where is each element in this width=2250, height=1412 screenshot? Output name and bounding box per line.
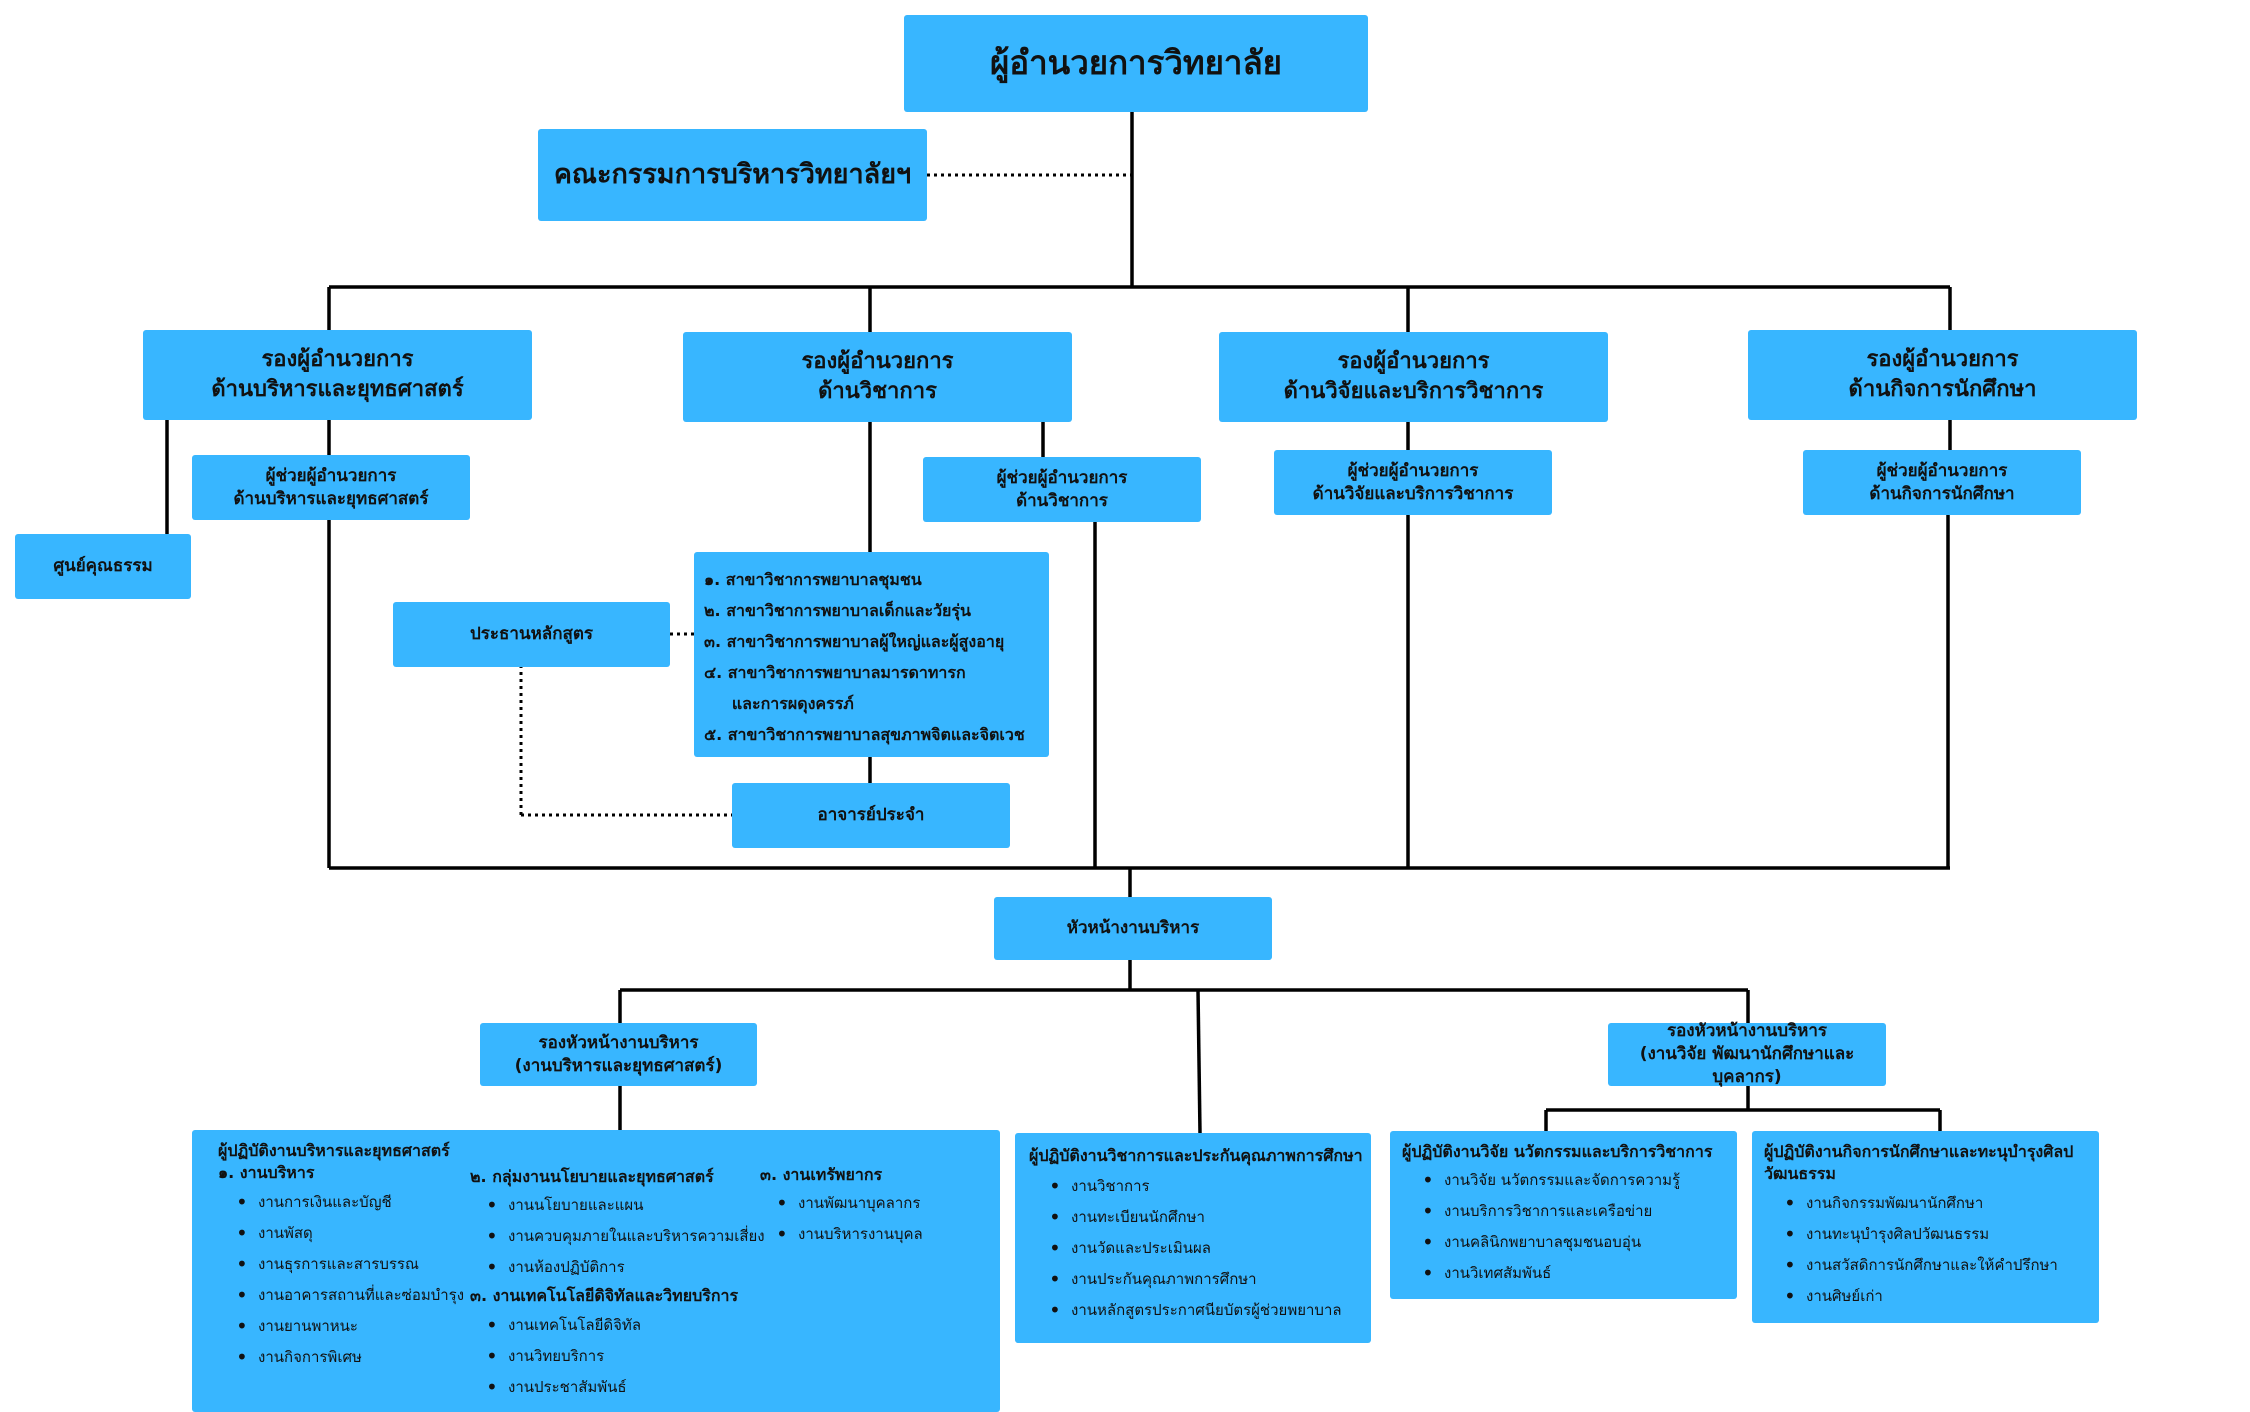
program-chair-label: ประธานหลักสูตร [469,624,594,645]
deputy-student-line1: รองผู้อำนวยการ [1866,347,2019,373]
assistant-academic-box: ผู้ช่วยผู้อำนวยการ ด้านวิชาการ [923,457,1201,522]
admin-deputy-research-line2: (งานวิจัย พัฒนานักศึกษาและบุคลากร) [1639,1044,1855,1087]
list-item: งานวิชาการ [1045,1171,1363,1202]
list-item: งานประกันคุณภาพการศึกษา [1045,1264,1363,1295]
list-item: งานธุรการและสารบรรณ [232,1249,464,1280]
program-chair-box: ประธานหลักสูตร [393,602,670,667]
list-item: งานยานพาหนะ [232,1311,464,1342]
list-item: งานทะเบียนนักศึกษา [1045,1202,1363,1233]
department-item: ๒. สาขาวิชาการพยาบาลเด็กและวัยรุ่น [704,601,971,620]
ethics-center-label: ศูนย์คุณธรรม [53,556,153,577]
department-item: ๓. สาขาวิชาการพยาบาลผู้ใหญ่และผู้สูงอายุ [704,632,1005,651]
list-item: งานประชาสัมพันธ์ [482,1372,765,1403]
committee-box: คณะกรรมการบริหารวิทยาลัยฯ [538,129,927,221]
assistant-academic-line2: ด้านวิชาการ [1016,490,1108,511]
departments-box: ๑. สาขาวิชาการพยาบาลชุมชน ๒. สาขาวิชาการ… [694,552,1049,757]
list-item: งานการเงินและบัญชี [232,1187,464,1218]
research-staff-title: ผู้ปฏิบัติงานวิจัย นวัตกรรมและบริการวิชา… [1402,1142,1713,1161]
department-item: และการผดุงครรภ์ [704,694,854,713]
admin-staff-title: ผู้ปฏิบัติงานบริหารและยุทธศาสตร์ [218,1141,450,1160]
list-item: งานหลักสูตรประกาศนียบัตรผู้ช่วยพยาบาล [1045,1295,1363,1326]
list-item: งานกิจการพิเศษ [232,1342,464,1373]
list-item: งานควบคุมภายในและบริหารความเสี่ยง [482,1221,765,1252]
admin-group-1: ผู้ปฏิบัติงานบริหารและยุทธศาสตร์ ๑. งานบ… [218,1140,464,1373]
academic-staff-panel: ผู้ปฏิบัติงานวิชาการและประกันคุณภาพการศึ… [1015,1133,1371,1343]
deputy-admin-box: รองผู้อำนวยการ ด้านบริหารและยุทธศาสตร์ [143,330,532,420]
list-item: งานห้องปฏิบัติการ [482,1252,765,1283]
deputy-research-box: รองผู้อำนวยการ ด้านวิจัยและบริการวิชาการ [1219,332,1608,422]
list-item: งานสวัสดิการนักศึกษาและให้คำปรึกษา [1780,1250,2073,1281]
list-item: งานทะนุบำรุงศิลปวัฒนธรรม [1780,1219,2073,1250]
deputy-student-line2: ด้านกิจการนักศึกษา [1848,377,2037,402]
admin-group-3-title: ๓. งานเทคโนโลยีดิจิทัลและวิทยบริการ [470,1286,739,1306]
deputy-academic-box: รองผู้อำนวยการ ด้านวิชาการ [683,332,1072,422]
department-item: ๔. สาขาวิชาการพยาบาลมารดาทารก [704,663,966,682]
department-item: ๑. สาขาวิชาการพยาบาลชุมชน [704,570,922,589]
list-item: งานวัดและประเมินผล [1045,1233,1363,1264]
assistant-academic-line1: ผู้ช่วยผู้อำนวยการ [996,467,1128,488]
deputy-admin-line2: ด้านบริหารและยุทธศาสตร์ [211,377,464,402]
assistant-admin-box: ผู้ช่วยผู้อำนวยการ ด้านบริหารและยุทธศาสต… [192,455,470,520]
faculty-box: อาจารย์ประจำ [732,783,1010,848]
admin-deputy-strategy-box: รองหัวหน้างานบริหาร (งานบริหารและยุทธศาส… [480,1023,757,1086]
admin-deputy-research-box: รองหัวหน้างานบริหาร (งานวิจัย พัฒนานักศึ… [1608,1021,1886,1087]
departments-list: ๑. สาขาวิชาการพยาบาลชุมชน ๒. สาขาวิชาการ… [704,564,1025,750]
assistant-research-line1: ผู้ช่วยผู้อำนวยการ [1347,460,1479,481]
list-item: งานศิษย์เก่า [1780,1281,2073,1312]
list-item: งานกิจกรรมพัฒนานักศึกษา [1780,1188,2073,1219]
deputy-admin-line1: รองผู้อำนวยการ [261,347,414,373]
admin-group-2: ๒. กลุ่มงานนโยบายและยุทธศาสตร์ งานนโยบาย… [470,1166,765,1403]
deputy-academic-line1: รองผู้อำนวยการ [801,349,954,375]
admin-deputy-strategy-line1: รองหัวหน้างานบริหาร [538,1032,699,1053]
list-item: งานพัสดุ [232,1218,464,1249]
student-staff-title-2: วัฒนธรรม [1764,1164,1836,1184]
admin-group-2-title: ๒. กลุ่มงานนโยบายและยุทธศาสตร์ [470,1167,714,1186]
academic-staff-title: ผู้ปฏิบัติงานวิชาการและประกันคุณภาพการศึ… [1029,1146,1363,1165]
admin-head-box: หัวหน้างานบริหาร [994,897,1272,960]
student-staff-panel: ผู้ปฏิบัติงานกิจการนักศึกษาและทะนุบำรุงศ… [1752,1131,2099,1323]
deputy-research-line2: ด้านวิจัยและบริการวิชาการ [1283,379,1544,404]
list-item: งานเทคโนโลยีดิจิทัล [482,1310,765,1341]
committee-label: คณะกรรมการบริหารวิทยาลัยฯ [553,158,912,190]
assistant-admin-line1: ผู้ช่วยผู้อำนวยการ [265,465,397,486]
admin-head-label: หัวหน้างานบริหาร [1066,918,1200,939]
admin-group-4: ๓. งานเทรัพยากร งานพัฒนาบุคลากร งานบริหา… [760,1164,923,1250]
deputy-student-box: รองผู้อำนวยการ ด้านกิจการนักศึกษา [1748,330,2137,420]
assistant-research-line2: ด้านวิจัยและบริการวิชาการ [1312,483,1514,504]
assistant-research-box: ผู้ช่วยผู้อำนวยการ ด้านวิจัยและบริการวิช… [1274,450,1552,515]
deputy-research-line1: รองผู้อำนวยการ [1337,349,1490,375]
director-box: ผู้อำนวยการวิทยาลัย [904,15,1368,112]
deputy-academic-line2: ด้านวิชาการ [818,379,937,404]
assistant-student-line2: ด้านกิจการนักศึกษา [1869,483,2015,504]
list-item: งานบริหารงานบุคล [772,1219,923,1250]
assistant-student-box: ผู้ช่วยผู้อำนวยการ ด้านกิจการนักศึกษา [1803,450,2081,515]
admin-deputy-research-line1: รองหัวหน้างานบริหาร [1666,1021,1828,1042]
list-item: งานวิเทศสัมพันธ์ [1418,1258,1712,1289]
director-label: ผู้อำนวยการวิทยาลัย [989,43,1283,83]
list-item: งานบริการวิชาการและเครือข่าย [1418,1196,1712,1227]
admin-deputy-strategy-line2: (งานบริหารและยุทธศาสตร์) [514,1055,723,1076]
ethics-center-box: ศูนย์คุณธรรม [15,534,191,599]
list-item: งานพัฒนาบุคลากร [772,1188,923,1219]
admin-group-1-title: ๑. งานบริหาร [218,1163,315,1183]
department-item: ๕. สาขาวิชาการพยาบาลสุขภาพจิตและจิตเวช [704,725,1025,744]
research-staff-panel: ผู้ปฏิบัติงานวิจัย นวัตกรรมและบริการวิชา… [1390,1131,1737,1299]
admin-staff-panel: ผู้ปฏิบัติงานบริหารและยุทธศาสตร์ ๑. งานบ… [192,1130,1000,1412]
assistant-student-line1: ผู้ช่วยผู้อำนวยการ [1876,460,2008,481]
faculty-label: อาจารย์ประจำ [817,805,925,826]
list-item: งานอาคารสถานที่และซ่อมบำรุง [232,1280,464,1311]
list-item: งานวิจัย นวัตกรรมและจัดการความรู้ [1418,1165,1712,1196]
list-item: งานคลินิกพยาบาลชุมชนอบอุ่น [1418,1227,1712,1258]
list-item: งานวิทยบริการ [482,1341,765,1372]
list-item: งานนโยบายและแผน [482,1190,765,1221]
student-staff-title-1: ผู้ปฏิบัติงานกิจการนักศึกษาและทะนุบำรุงศ… [1764,1142,2074,1161]
admin-group-4-title: ๓. งานเทรัพยากร [760,1165,883,1184]
assistant-admin-line2: ด้านบริหารและยุทธศาสตร์ [233,488,429,509]
